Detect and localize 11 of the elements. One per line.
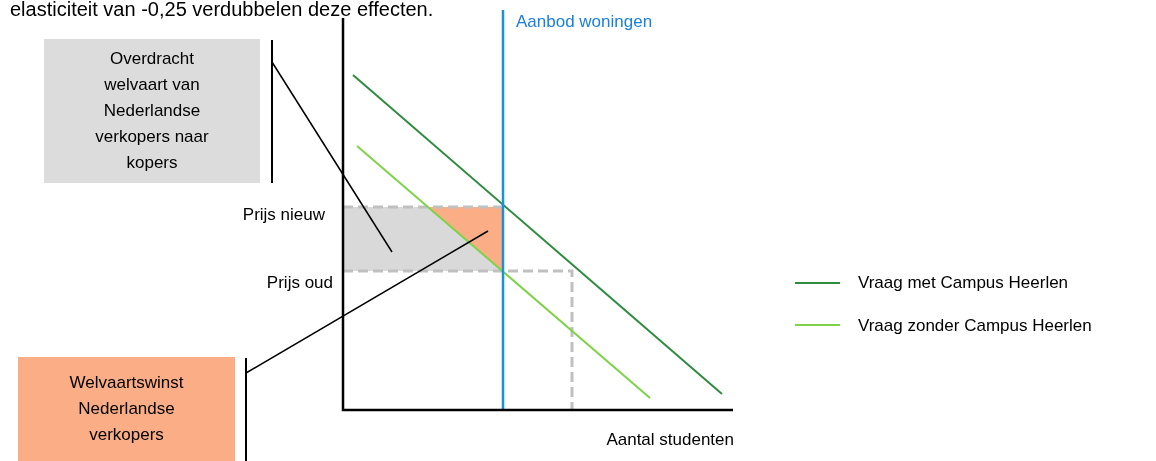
legend-label: Vraag zonder Campus Heerlen <box>858 314 1092 337</box>
leader-line <box>245 230 489 374</box>
note-text: elasticiteit van -0,25 verdubbelen deze effecten. <box>10 0 434 20</box>
axis-label: Prijs oud <box>265 272 333 294</box>
leader-line <box>271 61 393 253</box>
legend-label: Vraag met Campus Heerlen <box>858 272 1069 294</box>
axis-label: Aanbod woningen <box>516 11 653 33</box>
text-box: Welvaartswinst Nederlandse verkopers <box>18 357 235 461</box>
axis-label: Prijs nieuw <box>241 204 325 226</box>
axis-label: Aantal studenten <box>605 429 734 451</box>
text-box: Overdracht welvaart van Nederlandse verkopers naar kopers <box>44 39 260 183</box>
